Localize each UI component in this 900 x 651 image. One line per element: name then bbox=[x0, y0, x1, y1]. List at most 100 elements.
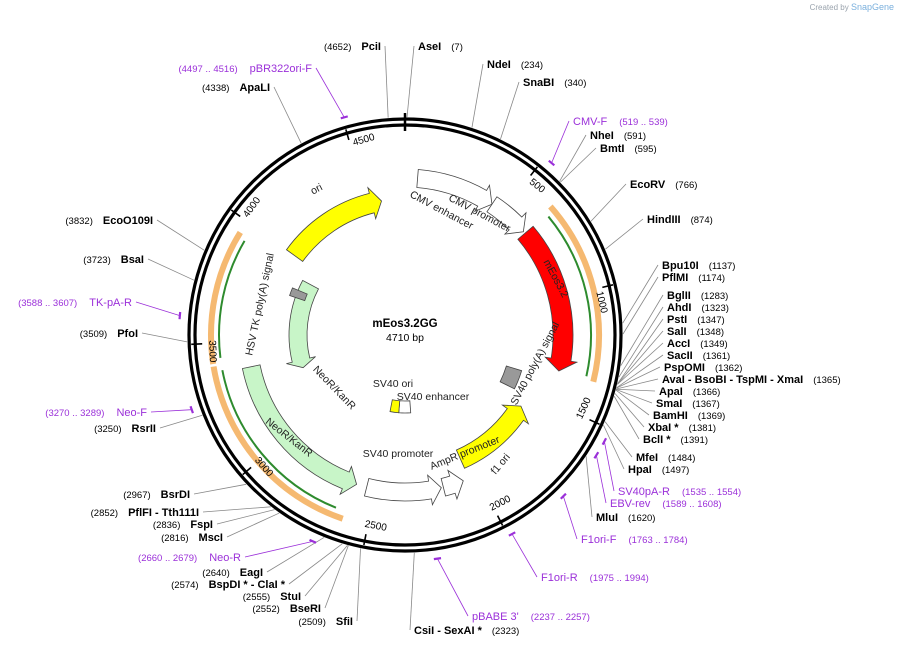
primer[interactable]: Neo-F(3270 .. 3289) bbox=[45, 405, 194, 419]
tick-label: 2000 bbox=[488, 493, 513, 513]
restriction-site[interactable]: CsiI - SexAI *(2323) bbox=[409, 552, 519, 637]
primer[interactable]: pBR322ori-F(4497 .. 4516) bbox=[178, 63, 349, 120]
restriction-site[interactable]: ApaI(1366) bbox=[616, 386, 720, 398]
restriction-site[interactable]: PstI(1347) bbox=[617, 314, 725, 385]
restriction-site[interactable]: BseRI(2552) bbox=[252, 545, 349, 615]
site-position: (2640) bbox=[202, 568, 229, 579]
restriction-site[interactable]: BamHI(1369) bbox=[615, 389, 725, 422]
restriction-site[interactable]: BclI *(1391) bbox=[613, 396, 708, 446]
site-leader-line bbox=[622, 276, 659, 335]
restriction-site[interactable]: MfeI(1484) bbox=[604, 421, 695, 464]
restriction-site[interactable]: MscI(2816) bbox=[161, 512, 280, 544]
feature-sv40-poly-a-signal bbox=[499, 365, 523, 390]
site-leader-line bbox=[500, 81, 520, 140]
restriction-site[interactable]: MluI (1620) bbox=[585, 456, 655, 524]
primer[interactable]: F1ori-R(1975 .. 1994) bbox=[508, 531, 649, 584]
feature-label: HSV TK poly(A) signal bbox=[243, 252, 276, 356]
restriction-site[interactable]: PfoI(3509) bbox=[80, 328, 188, 343]
site-position: (2323) bbox=[492, 626, 519, 637]
primer-position: (3588 .. 3607) bbox=[18, 298, 77, 309]
tick-label: 1500 bbox=[575, 396, 594, 421]
restriction-site[interactable]: PspOMI(1362) bbox=[616, 362, 742, 389]
site-name: BamHI bbox=[653, 410, 688, 422]
restriction-site[interactable]: HindIII(874) bbox=[605, 214, 713, 250]
site-name: BseRI bbox=[290, 603, 321, 615]
restriction-site[interactable]: FspI(2836) bbox=[153, 509, 275, 531]
restriction-site[interactable]: EcoRV(766) bbox=[590, 179, 697, 222]
site-name: BglII bbox=[667, 290, 691, 302]
restriction-site[interactable]: AseI(7) bbox=[406, 41, 463, 118]
primer-name: TK-pA-R bbox=[89, 297, 132, 309]
primer[interactable]: pBABE 3'(2237 .. 2257) bbox=[433, 557, 590, 623]
site-layer: AseI(7)NdeI(234)SnaBI(340)NheI(591)BmtI(… bbox=[65, 41, 840, 637]
restriction-site[interactable]: RsrII(3250) bbox=[94, 414, 203, 435]
restriction-site[interactable]: BglII(1283) bbox=[620, 290, 728, 366]
feature-cmv-promoter bbox=[486, 196, 527, 235]
primer[interactable]: EBV-rev(1589 .. 1608) bbox=[593, 451, 722, 510]
restriction-site[interactable]: Bpu10I(1137) bbox=[622, 260, 736, 324]
site-position: (1348) bbox=[697, 327, 724, 338]
primer-mark bbox=[309, 538, 317, 544]
site-name: PflFI - Tth111I bbox=[128, 507, 199, 519]
site-position: (1349) bbox=[700, 339, 727, 350]
site-name: FspI bbox=[190, 519, 213, 531]
primer[interactable]: CMV-F(519 .. 539) bbox=[548, 116, 668, 167]
restriction-site[interactable]: SnaBI(340) bbox=[500, 77, 587, 140]
orf-orange-arc bbox=[548, 204, 602, 383]
site-name: BspDI * - ClaI * bbox=[209, 579, 286, 591]
primer[interactable]: Neo-R(2660 .. 2679) bbox=[138, 538, 317, 564]
restriction-site[interactable]: AvaI - BsoBI - TspMI - XmaI(1365) bbox=[616, 374, 841, 390]
primer[interactable]: SV40pA-R(1535 .. 1554) bbox=[601, 437, 741, 498]
site-leader-line bbox=[617, 342, 664, 385]
feature-label: ori bbox=[309, 181, 325, 197]
restriction-site[interactable]: BmtI(595) bbox=[560, 143, 657, 183]
site-leader-line bbox=[356, 548, 361, 622]
site-position: (1174) bbox=[698, 273, 725, 284]
restriction-site[interactable]: BsaI(3723) bbox=[83, 254, 195, 281]
primer-mark bbox=[548, 159, 556, 167]
primer[interactable]: F1ori-F(1763 .. 1784) bbox=[559, 492, 688, 546]
site-leader-line bbox=[471, 63, 484, 128]
primer[interactable]: TK-pA-R (3588 .. 3607) bbox=[18, 297, 182, 320]
restriction-site[interactable]: ApaLI(4338) bbox=[202, 82, 302, 144]
restriction-site[interactable]: HpaI(1497) bbox=[603, 424, 689, 476]
restriction-site[interactable]: EcoO109I(3832) bbox=[65, 215, 205, 251]
restriction-site[interactable]: SmaI(1367) bbox=[615, 389, 720, 410]
restriction-site[interactable]: SacII(1361) bbox=[616, 350, 731, 389]
restriction-site[interactable]: NheI(591) bbox=[559, 130, 646, 182]
primer-name: Neo-R bbox=[209, 552, 241, 564]
orf-orange-arc bbox=[208, 230, 243, 365]
site-leader-line bbox=[616, 378, 659, 390]
site-position: (1497) bbox=[662, 465, 689, 476]
feature-label: SV40 ori bbox=[373, 378, 413, 390]
feature-hsv-tk-poly-a-signal bbox=[289, 287, 308, 302]
site-leader-line bbox=[193, 483, 247, 495]
feature-label: f1 ori bbox=[489, 451, 513, 477]
site-position: (1484) bbox=[668, 453, 695, 464]
site-leader-line bbox=[605, 218, 644, 250]
primer-leader-line bbox=[551, 120, 570, 164]
site-name: MluI bbox=[596, 512, 618, 524]
restriction-site[interactable]: BspDI * - ClaI *(2574) bbox=[171, 543, 343, 591]
tick-label: 2500 bbox=[364, 519, 388, 534]
site-name: SnaBI bbox=[523, 77, 554, 89]
restriction-site[interactable]: BsrDI(2967) bbox=[123, 483, 247, 501]
site-leader-line bbox=[202, 506, 271, 513]
restriction-site[interactable]: XbaI *(1381) bbox=[614, 393, 716, 434]
restriction-site[interactable]: NdeI(234) bbox=[471, 59, 543, 128]
restriction-site[interactable]: StuI(2555) bbox=[243, 545, 348, 603]
primer-leader-line bbox=[562, 496, 578, 540]
site-name: SacII bbox=[667, 350, 693, 362]
restriction-site[interactable]: SfiI(2509) bbox=[298, 548, 361, 628]
restriction-site[interactable]: PciI(4652) bbox=[324, 41, 389, 118]
restriction-site[interactable]: AhdI(1323) bbox=[618, 302, 729, 378]
restriction-site[interactable]: SalI(1348) bbox=[617, 326, 724, 385]
site-name: BclI * bbox=[643, 434, 671, 446]
site-leader-line bbox=[617, 330, 664, 385]
site-leader-line bbox=[216, 509, 275, 525]
restriction-site[interactable]: AccI(1349) bbox=[617, 338, 728, 385]
restriction-site[interactable]: PflMI(1174) bbox=[622, 272, 725, 335]
site-position: (1620) bbox=[628, 513, 655, 524]
restriction-site[interactable]: PflFI - Tth111I(2852) bbox=[91, 506, 271, 519]
feature-ori bbox=[285, 186, 382, 262]
